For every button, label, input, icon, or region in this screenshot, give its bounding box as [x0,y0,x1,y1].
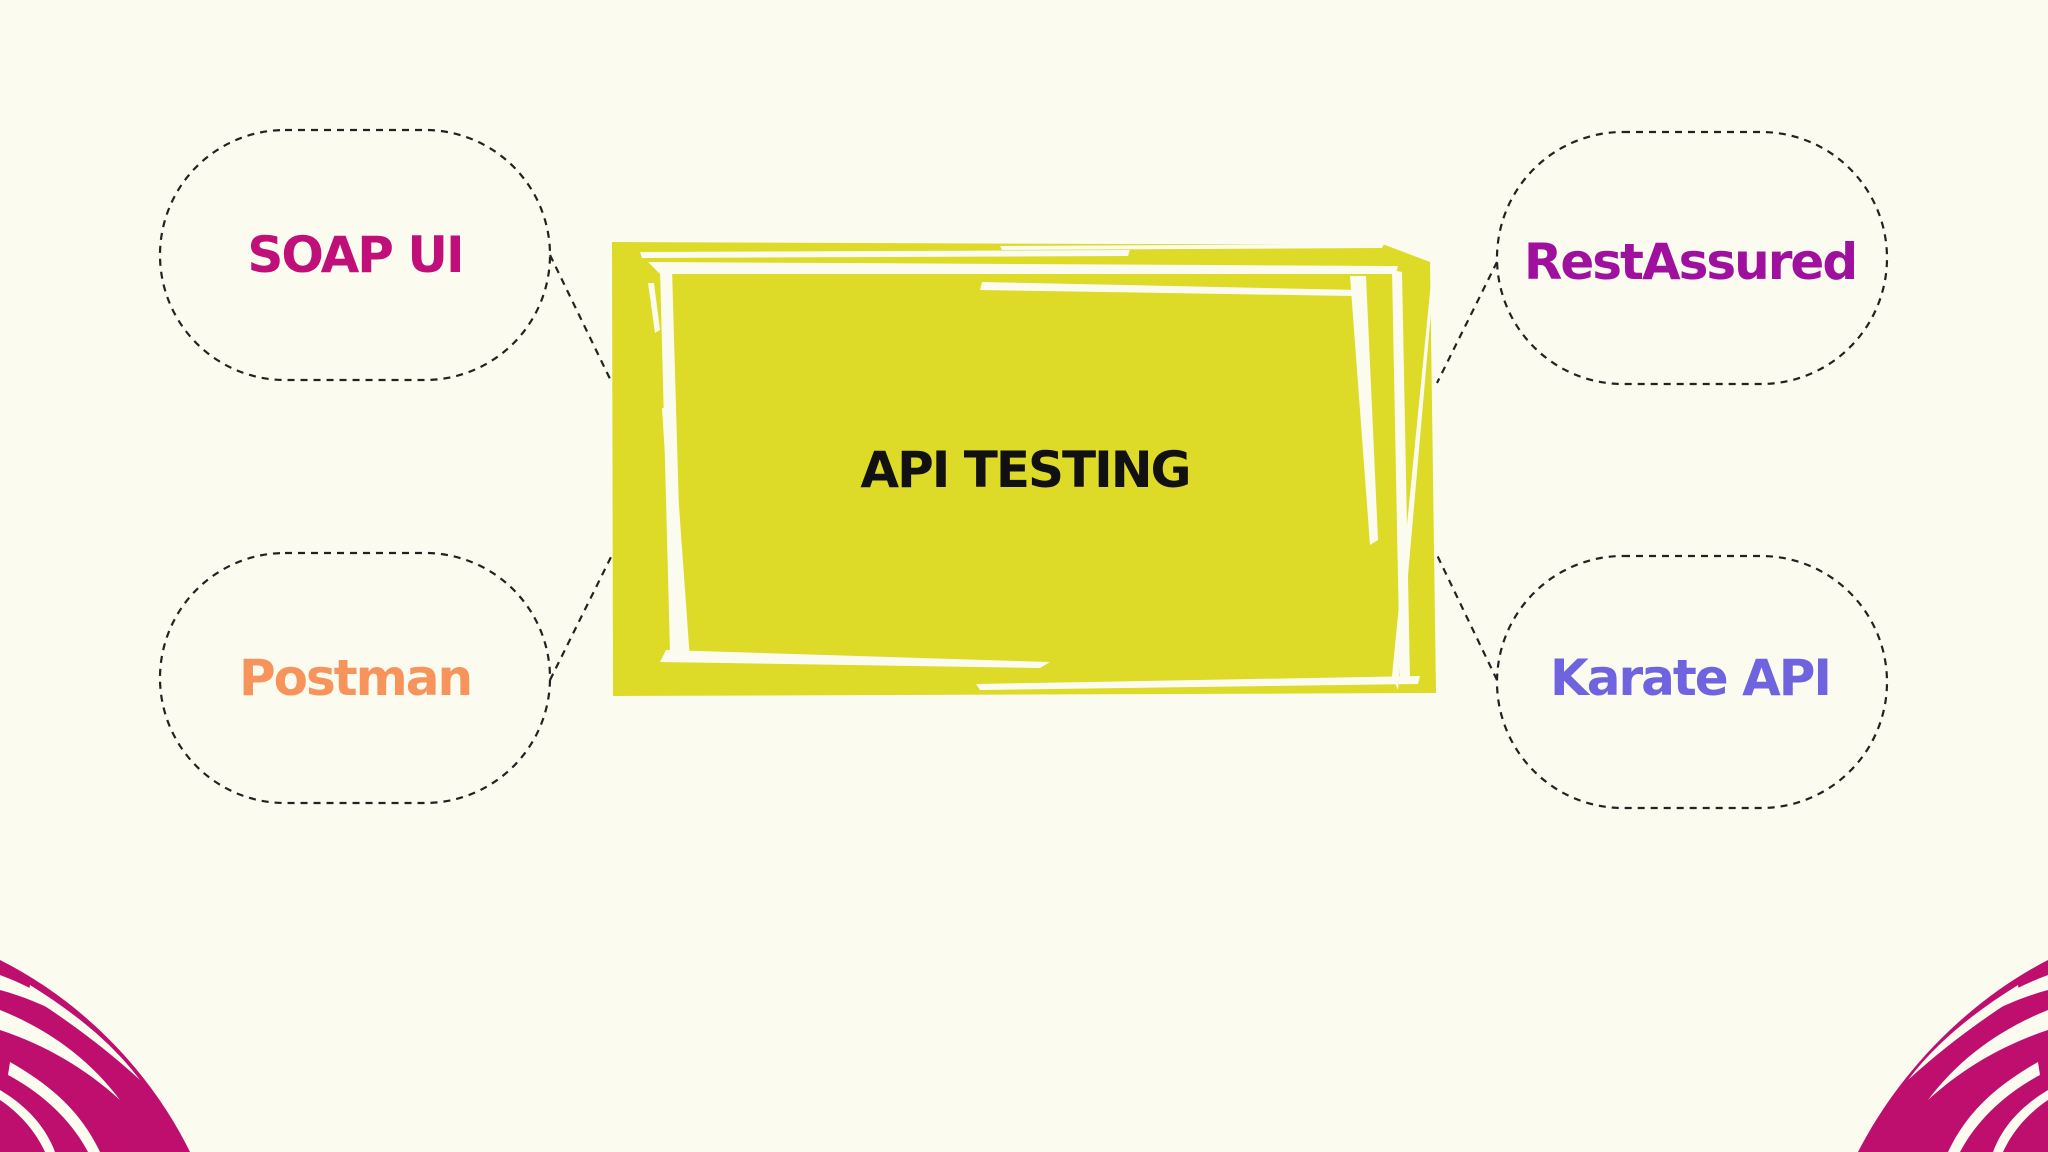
center-box-sketch-lines [640,244,1434,690]
brush-decoration-left [0,960,190,1152]
connectors [549,254,1498,681]
center-label-api-testing: API TESTING [860,441,1191,499]
connector-karate [1436,554,1498,681]
node-outline-soap [158,128,552,382]
node-label-soap-ui: SOAP UI [247,226,464,284]
connector-rest [1436,261,1498,384]
node-label-karate-api: Karate API [1549,649,1832,707]
node-outlines [158,128,1889,810]
brush-decoration-right [1858,960,2048,1152]
node-label-restassured: RestAssured [1523,233,1858,291]
connector-soap [549,254,613,384]
node-label-postman: Postman [238,649,473,707]
node-outline-rest [1495,130,1889,386]
connector-post [549,554,613,681]
node-outline-karate [1495,554,1889,810]
center-box-fill [612,242,1436,696]
center-box [612,242,1436,696]
node-outline-post [158,551,552,805]
